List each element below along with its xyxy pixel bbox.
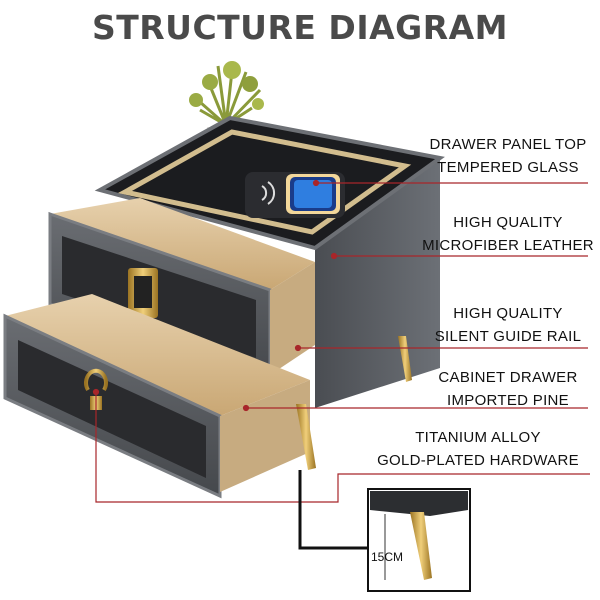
callout-lines <box>92 179 590 503</box>
callout-line: SILENT GUIDE RAIL <box>434 328 582 345</box>
callout-silent-guide-rail: HIGH QUALITY SILENT GUIDE RAIL <box>420 302 596 348</box>
drawer-handle <box>84 368 108 392</box>
callout-line: DRAWER PANEL TOP <box>429 136 587 153</box>
callout-line: CABINET DRAWER <box>438 369 578 386</box>
callout-tempered-glass: DRAWER PANEL TOP TEMPERED GLASS <box>420 133 596 179</box>
inset-connector <box>298 470 368 550</box>
callout-line: MICROFIBER LEATHER <box>422 237 594 254</box>
callout-microfiber-leather: HIGH QUALITY MICROFIBER LEATHER <box>420 211 596 257</box>
bottom-drawer <box>3 294 310 499</box>
leg-front <box>296 404 316 470</box>
leg-detail-inset <box>367 488 471 592</box>
callout-line: IMPORTED PINE <box>447 392 569 409</box>
diagram-title: STRUCTURE DIAGRAM <box>91 8 509 47</box>
wireless-charger <box>245 172 345 218</box>
leg-height-label: 15CM <box>371 550 404 564</box>
callout-gold-plated-hardware: TITANIUM ALLOY GOLD-PLATED HARDWARE <box>358 426 598 472</box>
callout-line: HIGH QUALITY <box>453 214 563 231</box>
callout-line: HIGH QUALITY <box>453 305 563 322</box>
callout-line: TEMPERED GLASS <box>437 159 579 176</box>
callout-line: GOLD-PLATED HARDWARE <box>377 452 579 469</box>
top-drawer <box>48 198 315 383</box>
callout-imported-pine: CABINET DRAWER IMPORTED PINE <box>420 366 596 412</box>
callout-line: TITANIUM ALLOY <box>415 429 541 446</box>
